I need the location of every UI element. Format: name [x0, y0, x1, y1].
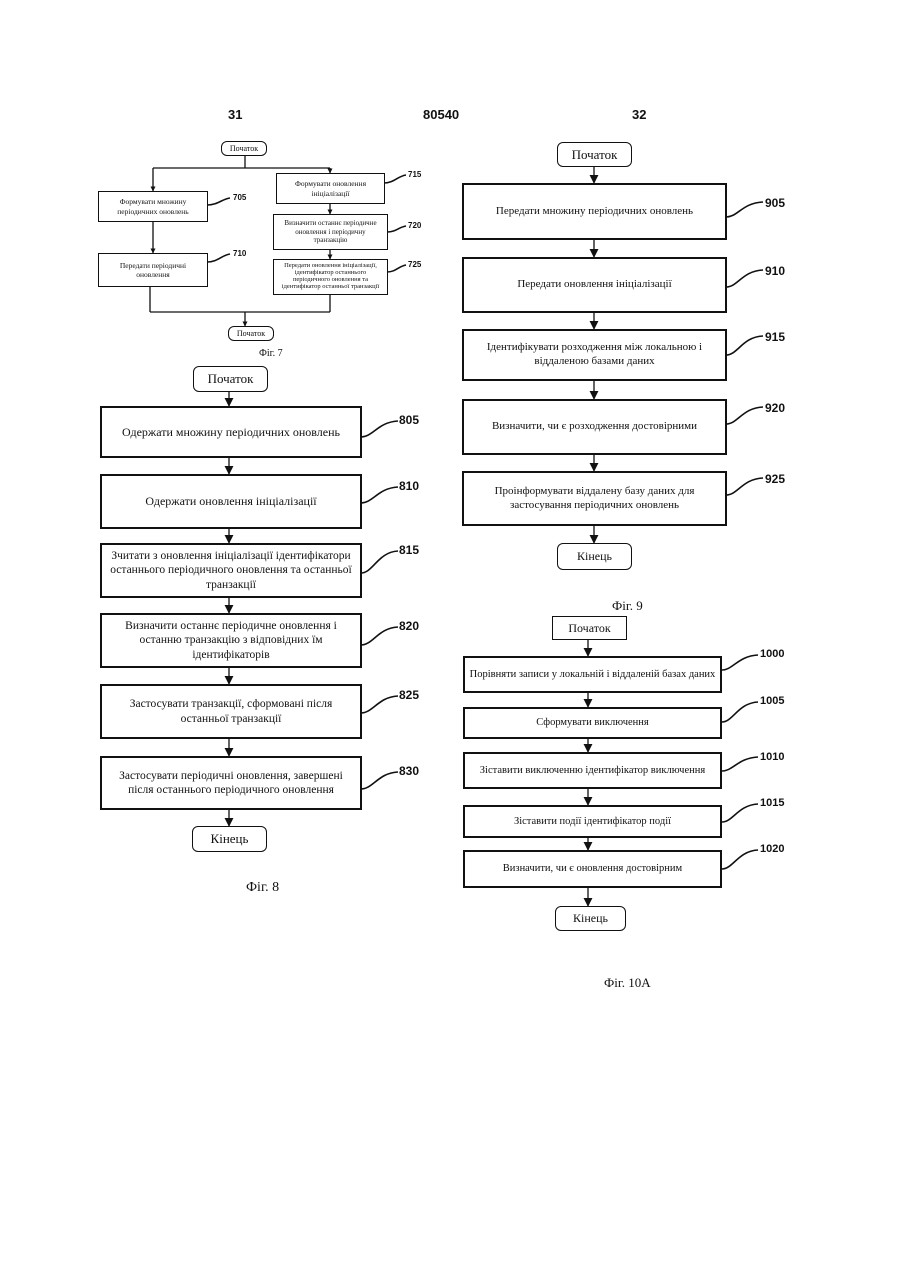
fig10a-ref-1000: 1000 — [760, 648, 784, 660]
fig7-ref-720: 720 — [408, 221, 421, 230]
fig7-ref-710: 710 — [233, 249, 246, 258]
fig9-step-910: Передати оновлення ініціалізації — [462, 257, 727, 313]
fig10a-start-terminal: Початок — [552, 616, 627, 640]
fig10a-step-1020: Визначити, чи є оновлення достовірним — [463, 850, 722, 888]
fig7-step-710: Передати періодичні оновлення — [98, 253, 208, 287]
fig10a-step-1015: Зіставити події ідентифікатор події — [463, 805, 722, 838]
fig7-caption: Фіг. 7 — [259, 348, 283, 359]
fig8-ref-805: 805 — [399, 413, 419, 427]
fig8-end-terminal: Кінець — [192, 826, 267, 852]
fig9-start-terminal: Початок — [557, 142, 632, 167]
fig10a-step-1000: Порівняти записи у локальній і віддалені… — [463, 656, 722, 693]
fig8-ref-815: 815 — [399, 543, 419, 557]
fig8-caption: Фіг. 8 — [246, 880, 279, 896]
fig10a-caption: Фіг. 10A — [604, 975, 651, 991]
fig8-step-825: Застосувати транзакції, сформовані після… — [100, 684, 362, 739]
fig9-step-915: Ідентифікувати розходження між локальною… — [462, 329, 727, 381]
fig8-step-830: Застосувати періодичні оновлення, заверш… — [100, 756, 362, 810]
fig9-caption: Фіг. 9 — [612, 598, 643, 614]
fig9-ref-915: 915 — [765, 330, 785, 344]
fig10a-step-1010: Зіставити виключенню ідентифікатор виклю… — [463, 752, 722, 789]
fig9-ref-905: 905 — [765, 196, 785, 210]
fig7-step-705: Формувати множину періодичних оновлень — [98, 191, 208, 222]
fig9-step-905: Передати множину періодичних оновлень — [462, 183, 727, 240]
fig7-ref-705: 705 — [233, 193, 246, 202]
fig7-ref-715: 715 — [408, 170, 421, 179]
fig9-ref-910: 910 — [765, 264, 785, 278]
fig10a-ref-1005: 1005 — [760, 695, 784, 707]
fig7-step-715: Формувати оновлення ініціалізації — [276, 173, 385, 204]
fig10a-ref-1010: 1010 — [760, 751, 784, 763]
fig7-step-720: Визначити останнє періодичне оновлення і… — [273, 214, 388, 250]
fig8-step-820: Визначити останнє періодичне оновлення і… — [100, 613, 362, 668]
fig10a-end-terminal: Кінець — [555, 906, 626, 931]
fig9-step-925: Проінформувати віддалену базу даних для … — [462, 471, 727, 526]
fig8-ref-825: 825 — [399, 688, 419, 702]
fig7-end-terminal: Початок — [228, 326, 274, 341]
fig7-step-725: Передати оновлення ініціалізації, іденти… — [273, 259, 388, 295]
fig8-ref-810: 810 — [399, 479, 419, 493]
fig10a-ref-1020: 1020 — [760, 843, 784, 855]
fig10a-ref-1015: 1015 — [760, 797, 784, 809]
fig9-step-920: Визначити, чи є розходження достовірними — [462, 399, 727, 455]
fig8-step-815: Зчитати з оновлення ініціалізації іденти… — [100, 543, 362, 598]
fig9-end-terminal: Кінець — [557, 543, 632, 570]
fig8-ref-830: 830 — [399, 764, 419, 778]
fig7-start-terminal: Початок — [221, 141, 267, 156]
fig9-ref-920: 920 — [765, 401, 785, 415]
fig8-start-terminal: Початок — [193, 366, 268, 392]
fig7-ref-725: 725 — [408, 260, 421, 269]
fig8-step-805: Одержати множину періодичних оновлень — [100, 406, 362, 458]
fig8-ref-820: 820 — [399, 619, 419, 633]
fig9-ref-925: 925 — [765, 472, 785, 486]
fig10a-step-1005: Сформувати виключення — [463, 707, 722, 739]
fig8-step-810: Одержати оновлення ініціалізації — [100, 474, 362, 529]
